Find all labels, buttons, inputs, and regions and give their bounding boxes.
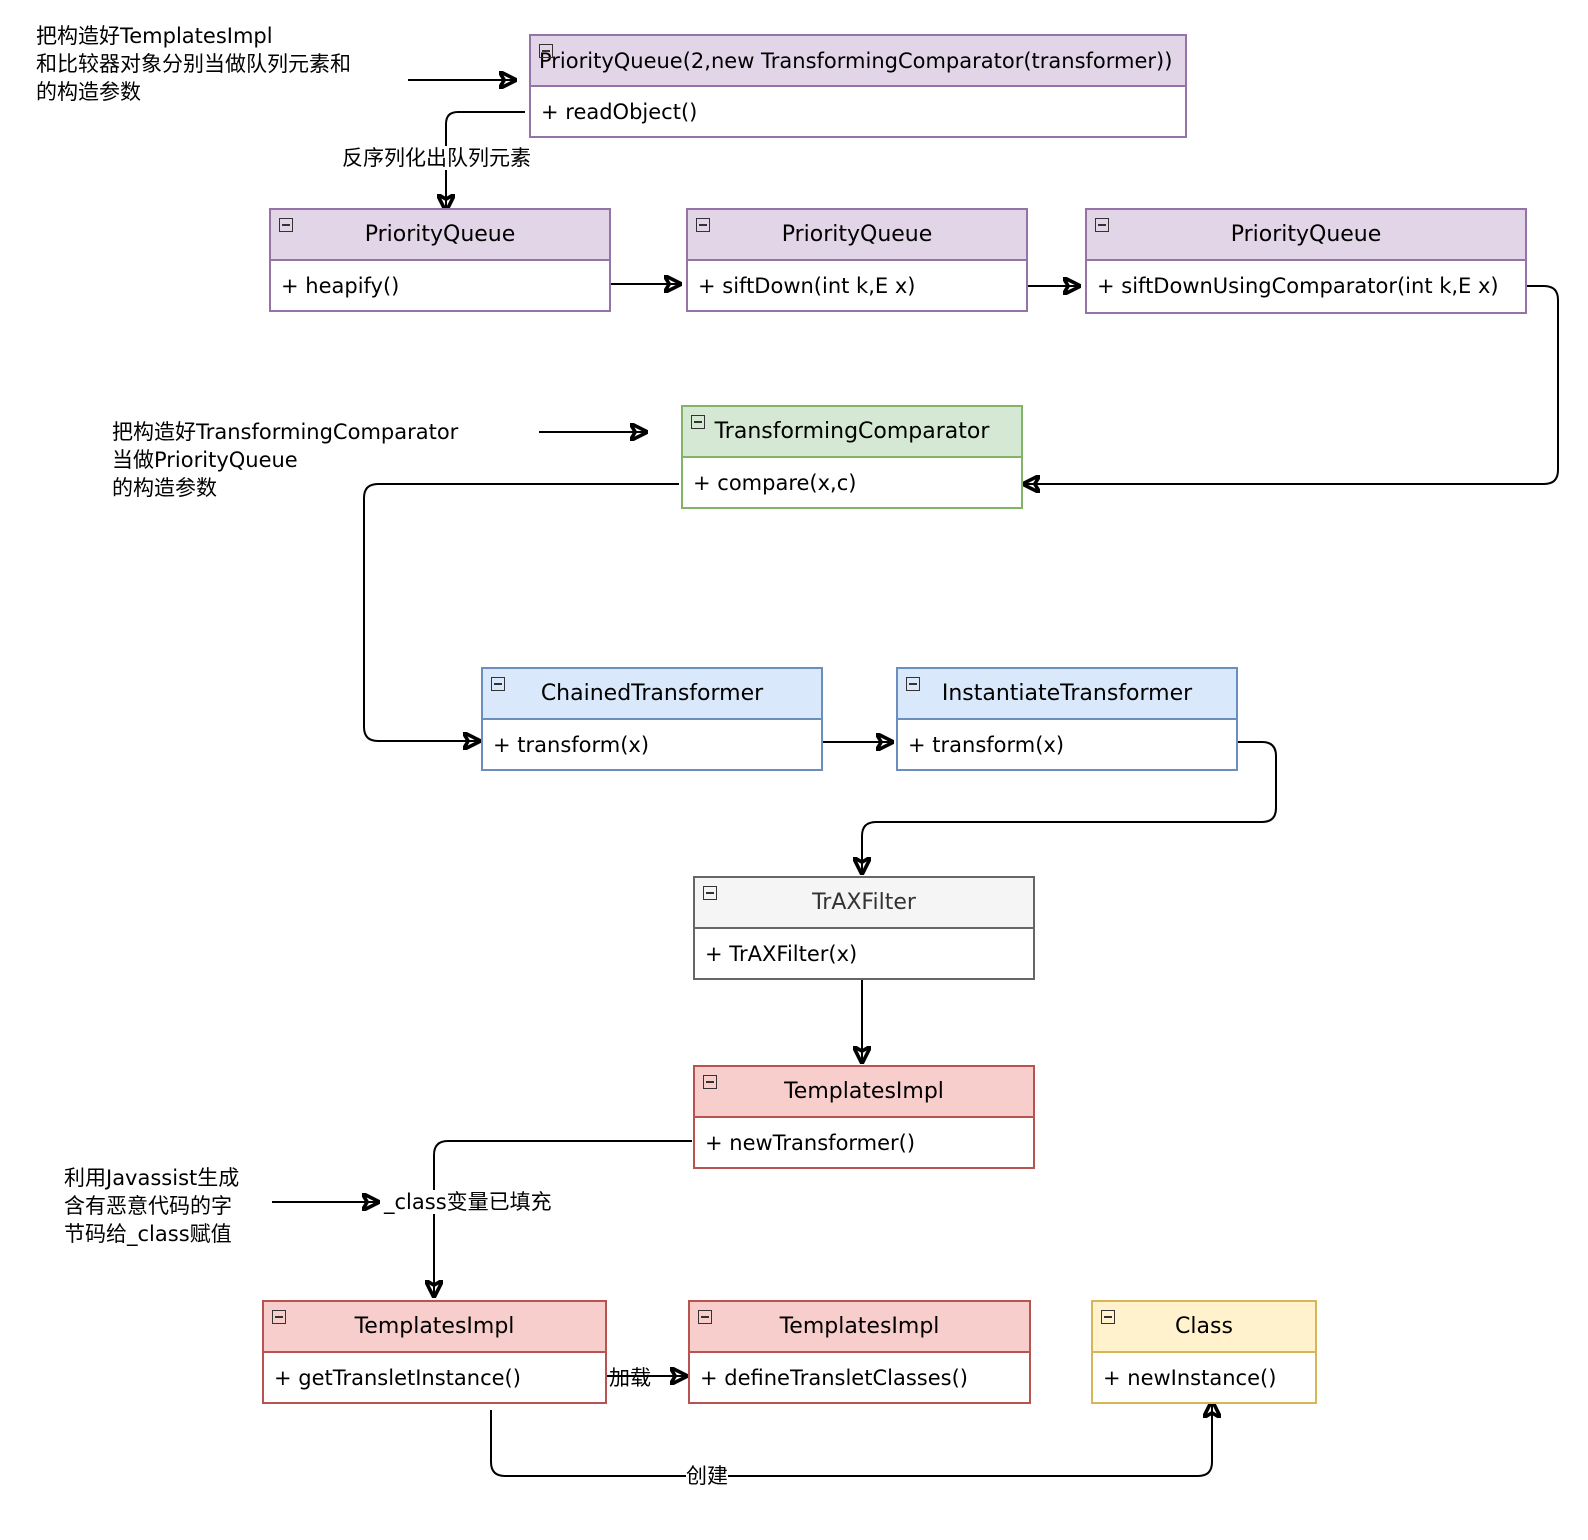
edge-label-class-filled: _class变量已填充: [384, 1190, 552, 1214]
note-javassist: 利用Javassist生成 含有恶意代码的字 节码给_class赋值: [64, 1166, 240, 1246]
collapse-icon[interactable]: [539, 44, 553, 58]
node-traxfilter[interactable]: TrAXFilter + TrAXFilter(x): [693, 876, 1035, 980]
node-transforming-comparator[interactable]: TransformingComparator + compare(x,c): [681, 405, 1023, 509]
edge-instantiate-to-traxfilter: [862, 741, 1277, 873]
node-method: + siftDownUsingComparator(int k,E x): [1097, 273, 1499, 298]
collapse-icon[interactable]: [1095, 218, 1109, 232]
edge-newtransformer-to-gettranslet: [434, 1140, 692, 1296]
node-pq-constructor[interactable]: PriorityQueue(2,new TransformingComparat…: [529, 34, 1187, 138]
node-method: + TrAXFilter(x): [705, 941, 858, 966]
node-method: + compare(x,c): [693, 470, 857, 495]
collapse-icon[interactable]: [1101, 1310, 1115, 1324]
edge-compare-to-chained: [363, 483, 679, 741]
node-method: + readObject(): [541, 99, 698, 124]
node-title: TemplatesImpl: [354, 1314, 515, 1339]
node-method: + getTransletInstance(): [274, 1365, 521, 1390]
edge-label-deserialize: 反序列化出队列元素: [342, 146, 531, 170]
node-class[interactable]: Class + newInstance(): [1091, 1300, 1317, 1404]
node-method: + heapify(): [281, 273, 400, 298]
node-pq-siftdown-comparator[interactable]: PriorityQueue + siftDownUsingComparator(…: [1085, 208, 1527, 314]
node-templatesimpl-newtransformer[interactable]: TemplatesImpl + newTransformer(): [693, 1065, 1035, 1169]
node-title: PriorityQueue: [781, 222, 933, 247]
note-comparator: 把构造好TransformingComparator 当做PriorityQue…: [112, 420, 459, 500]
node-method: + newTransformer(): [705, 1130, 916, 1155]
edge-siftcmp-to-compare: [1024, 285, 1559, 484]
collapse-icon[interactable]: [491, 677, 505, 691]
edge-label-load: 加载: [609, 1366, 651, 1390]
node-templatesimpl-define[interactable]: TemplatesImpl + defineTransletClasses(): [688, 1300, 1031, 1404]
edge-gettranslet-to-newinstance: [490, 1402, 1212, 1477]
collapse-icon[interactable]: [279, 218, 293, 232]
node-chained-transformer[interactable]: ChainedTransformer + transform(x): [481, 667, 823, 771]
node-method: + siftDown(int k,E x): [698, 273, 916, 298]
node-method: + transform(x): [908, 732, 1065, 757]
node-title: PriorityQueue(2,new TransformingComparat…: [539, 48, 1173, 73]
note-templates: 把构造好TemplatesImpl 和比较器对象分别当做队列元素和 的构造参数: [36, 24, 351, 104]
edge-label-create: 创建: [686, 1464, 728, 1488]
collapse-icon[interactable]: [906, 677, 920, 691]
node-title: PriorityQueue: [1230, 222, 1382, 247]
node-title: TrAXFilter: [812, 890, 916, 915]
node-instantiate-transformer[interactable]: InstantiateTransformer + transform(x): [896, 667, 1238, 771]
edge-readobject-to-heapify: [446, 111, 525, 210]
node-title: TemplatesImpl: [784, 1079, 944, 1104]
node-pq-heapify[interactable]: PriorityQueue + heapify(): [269, 208, 611, 312]
node-title: PriorityQueue: [364, 222, 516, 247]
node-title: ChainedTransformer: [540, 681, 764, 706]
node-title: TransformingComparator: [714, 419, 990, 444]
node-title: InstantiateTransformer: [941, 681, 1193, 706]
collapse-icon[interactable]: [698, 1310, 712, 1324]
collapse-icon[interactable]: [703, 1075, 717, 1089]
collapse-icon[interactable]: [691, 415, 705, 429]
node-method: + newInstance(): [1103, 1365, 1277, 1390]
node-title: Class: [1175, 1314, 1233, 1339]
collapse-icon[interactable]: [696, 218, 710, 232]
node-title: TemplatesImpl: [779, 1314, 940, 1339]
collapse-icon[interactable]: [703, 886, 717, 900]
node-method: + defineTransletClasses(): [700, 1365, 968, 1390]
node-method: + transform(x): [493, 732, 650, 757]
collapse-icon[interactable]: [272, 1310, 286, 1324]
node-pq-siftdown[interactable]: PriorityQueue + siftDown(int k,E x): [686, 208, 1028, 312]
node-templatesimpl-gettranslet[interactable]: TemplatesImpl + getTransletInstance(): [262, 1300, 607, 1404]
